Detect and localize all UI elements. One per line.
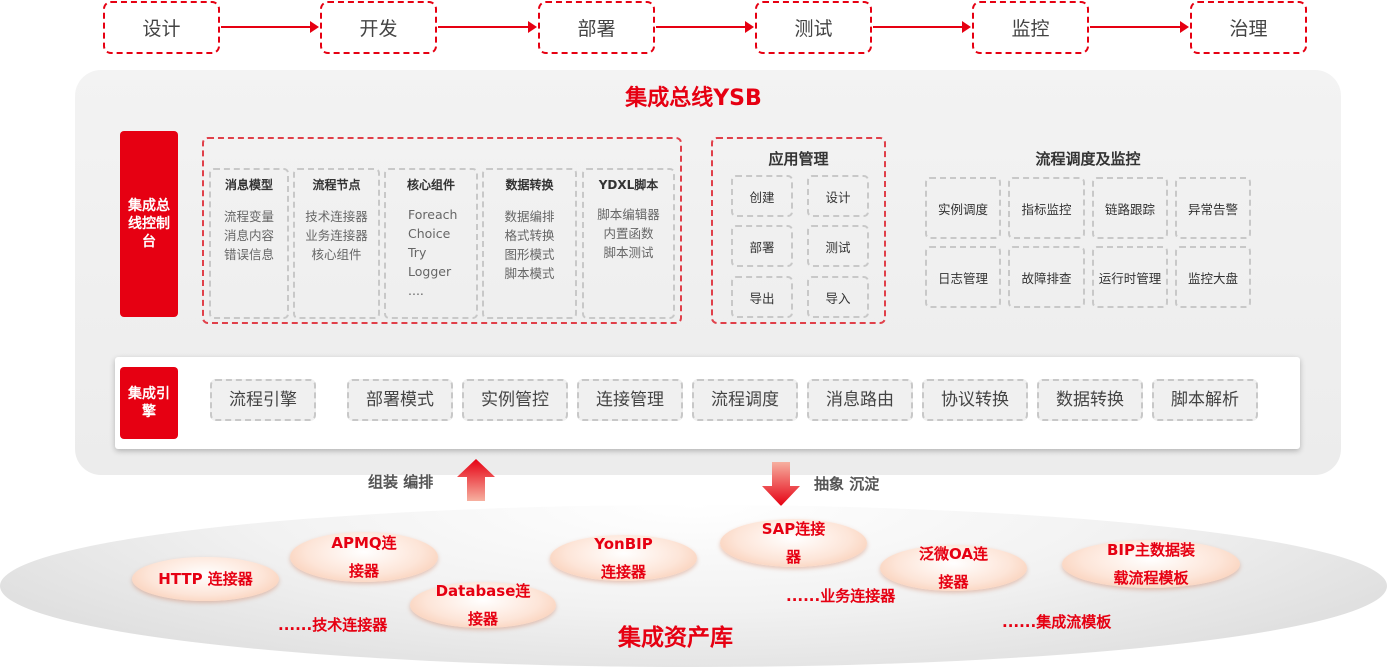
console-group [202, 137, 682, 324]
step-monitor: 监控 [972, 1, 1089, 54]
test-button[interactable]: 测试 [807, 225, 869, 267]
console-label: 集成总线控制台 [120, 131, 178, 317]
page-title: 集成总线YSB [625, 86, 762, 111]
engine-item[interactable]: 实例管控 [462, 379, 568, 421]
column-item: 错误信息 [223, 247, 274, 262]
column-item: 业务连接器 [305, 228, 368, 243]
log-management-button[interactable]: 日志管理 [925, 246, 1001, 308]
scheduling-title: 流程调度及监控 [1035, 150, 1141, 168]
runtime-management-button[interactable]: 运行时管理 [1092, 246, 1168, 308]
import-button[interactable]: 导入 [807, 276, 869, 318]
troubleshoot-button[interactable]: 故障排查 [1008, 246, 1085, 308]
column-data-transform: 数据转换 数据编排 格式转换 图形模式 脚本模式 [482, 168, 577, 319]
trace-button[interactable]: 链路跟踪 [1092, 177, 1168, 239]
column-item: 内置函数 [603, 226, 654, 241]
arrow-right-icon [656, 21, 754, 33]
tech-connector-note: ......技术连接器 [278, 616, 388, 634]
column-core-components: 核心组件 Foreach Choice Try Logger .... [384, 168, 478, 319]
alert-button[interactable]: 异常告警 [1175, 177, 1251, 239]
column-item: 流程变量 [223, 209, 274, 224]
create-button[interactable]: 创建 [731, 175, 793, 217]
asset-library-title: 集成资产库 [618, 625, 733, 651]
deploy-button[interactable]: 部署 [731, 225, 793, 267]
asset-fanwei-oa: 泛微OA连接器 [880, 545, 1027, 591]
arrow-right-icon [873, 21, 971, 33]
step-deploy: 部署 [538, 1, 655, 54]
column-item: Try [408, 245, 427, 260]
step-test: 测试 [755, 1, 872, 54]
column-ydxl-script: YDXL脚本 脚本编辑器 内置函数 脚本测试 [582, 168, 675, 319]
column-title: 流程节点 [312, 178, 361, 192]
column-item: 脚本编辑器 [597, 207, 660, 222]
design-button[interactable]: 设计 [807, 175, 869, 217]
column-title: 核心组件 [406, 178, 455, 192]
arrow-right-icon [1090, 21, 1189, 33]
column-item: .... [408, 283, 424, 298]
step-govern: 治理 [1190, 1, 1307, 54]
column-item: Foreach [408, 207, 458, 222]
column-title: 数据转换 [505, 178, 554, 192]
column-title: YDXL脚本 [598, 178, 659, 192]
export-button[interactable]: 导出 [731, 276, 793, 318]
app-management-title: 应用管理 [768, 150, 829, 168]
column-item: Logger [408, 264, 452, 279]
abstract-label: 抽象 沉淀 [814, 475, 880, 493]
arrow-right-icon [221, 21, 319, 33]
column-item: 技术连接器 [305, 209, 368, 224]
engine-item[interactable]: 流程引擎 [210, 379, 316, 421]
asset-database: Database连接器 [410, 582, 556, 628]
flow-template-note: ......集成流模板 [1002, 613, 1112, 631]
engine-label: 集成引擎 [120, 367, 178, 439]
engine-item[interactable]: 连接管理 [577, 379, 683, 421]
engine-item[interactable]: 流程调度 [692, 379, 798, 421]
asset-bip-master-data: BIP主数据装载流程模板 [1062, 540, 1240, 588]
column-item: 格式转换 [504, 228, 555, 243]
column-message-model: 消息模型 流程变量 消息内容 错误信息 [209, 168, 289, 319]
engine-item[interactable]: 部署模式 [347, 379, 453, 421]
asset-http: HTTP 连接器 [132, 557, 279, 601]
column-item: 脚本测试 [603, 245, 654, 260]
engine-item[interactable]: 数据转换 [1037, 379, 1143, 421]
assemble-label: 组装 编排 [368, 473, 434, 491]
arrow-up-icon [457, 459, 495, 501]
metric-monitor-button[interactable]: 指标监控 [1008, 177, 1085, 239]
biz-connector-note: ......业务连接器 [786, 587, 896, 605]
column-item: 消息内容 [223, 228, 274, 243]
column-item: 核心组件 [311, 247, 362, 262]
column-item: 脚本模式 [504, 266, 555, 281]
asset-sap: SAP连接器 [720, 519, 867, 567]
app-management-group [711, 137, 886, 324]
column-title: 消息模型 [224, 178, 273, 192]
column-flow-nodes: 流程节点 技术连接器 业务连接器 核心组件 [293, 168, 380, 319]
step-design: 设计 [103, 1, 220, 54]
engine-item[interactable]: 脚本解析 [1152, 379, 1258, 421]
arrow-down-icon [762, 462, 800, 506]
engine-item[interactable]: 消息路由 [807, 379, 913, 421]
instance-schedule-button[interactable]: 实例调度 [925, 177, 1001, 239]
asset-yonbip: YonBIP连接器 [550, 535, 697, 581]
engine-item[interactable]: 协议转换 [922, 379, 1028, 421]
column-item: 数据编排 [504, 209, 555, 224]
column-item: 图形模式 [504, 247, 555, 262]
column-item: Choice [408, 226, 451, 241]
arrow-right-icon [438, 21, 537, 33]
asset-apmq: APMQ连接器 [290, 532, 438, 582]
dashboard-button[interactable]: 监控大盘 [1175, 246, 1251, 308]
step-develop: 开发 [320, 1, 437, 54]
